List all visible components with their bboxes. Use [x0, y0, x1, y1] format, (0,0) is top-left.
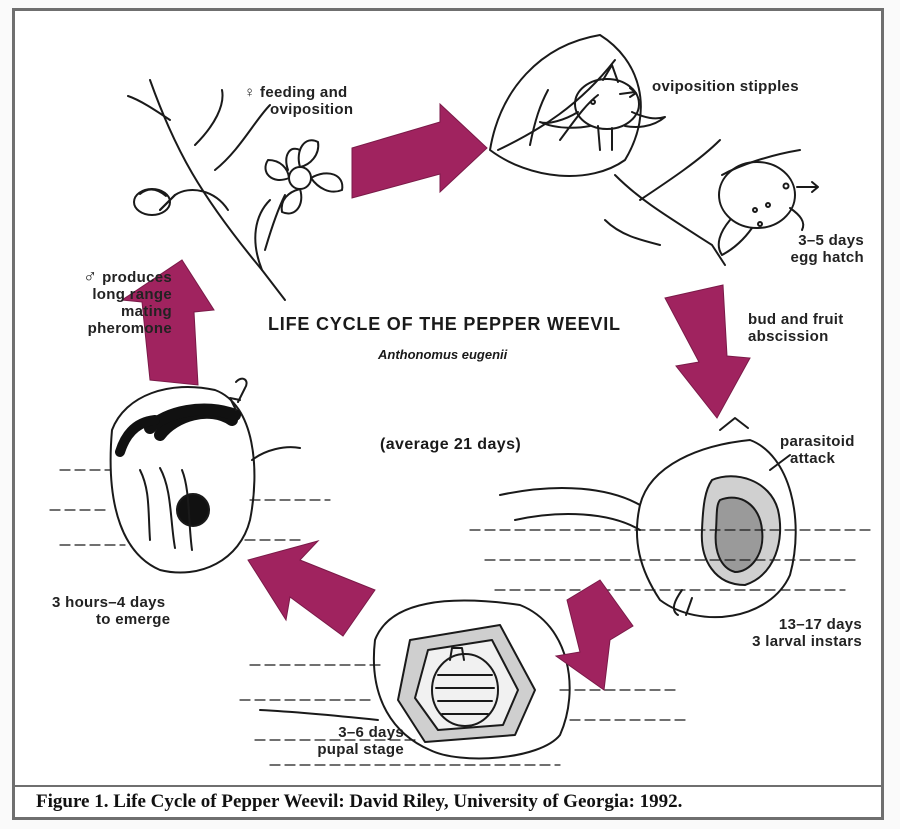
label-abscission: bud and fruit abscission	[748, 311, 844, 345]
label-pheromone: ♂ produces long range mating pheromone	[44, 268, 172, 337]
cycle-arrow-1	[352, 104, 487, 198]
species-name: Anthonomus eugenii	[378, 347, 507, 362]
label-emerge: 3 hours–4 days to emerge	[52, 594, 170, 628]
cycle-arrow-3	[556, 580, 633, 690]
figure-caption: Figure 1. Life Cycle of Pepper Weevil: D…	[36, 791, 682, 813]
label-egg-hatch: 3–5 days egg hatch	[736, 232, 864, 266]
label-pupal: 3–6 days pupal stage	[270, 724, 404, 758]
cycle-arrow-4	[248, 541, 375, 636]
label-larval: 13–17 days 3 larval instars	[712, 616, 862, 650]
label-oviposition-stipples: oviposition stipples	[652, 78, 799, 95]
leaf-and-fruit-illustration	[490, 35, 818, 265]
emerging-weevil-illustration	[50, 379, 330, 573]
male-symbol: ♂	[83, 266, 98, 287]
label-parasitoid: parasitoid attack	[780, 433, 855, 467]
diagram-title: LIFE CYCLE OF THE PEPPER WEEVIL	[268, 314, 621, 335]
label-feeding: ♀ feeding and oviposition	[244, 84, 353, 118]
female-symbol: ♀	[244, 84, 256, 101]
cycle-arrow-2	[665, 285, 750, 418]
cycle-duration: (average 21 days)	[380, 436, 521, 454]
